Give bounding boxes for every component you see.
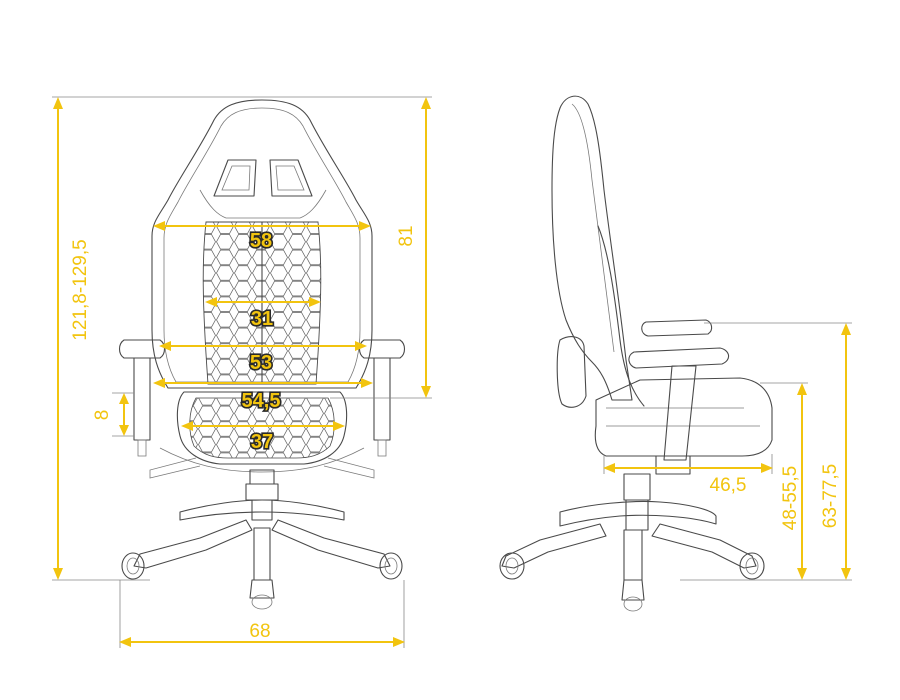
backrest-height-label: 81: [396, 225, 417, 246]
backrest-width-label: 58: [250, 230, 272, 252]
front-view-chair: [118, 99, 406, 610]
seat-height-label: 48-55,5: [780, 466, 801, 530]
base-width-label: 68: [249, 621, 270, 642]
extension-lines: [52, 96, 852, 648]
seat-width-label: 54,5: [242, 390, 281, 412]
dimension-labels: 121,8-129,5 81 58 31 53 54,5 37 8 68 46,…: [70, 225, 841, 642]
armrest-adjust-label: 8: [92, 410, 113, 421]
lumbar-width-label: 31: [251, 308, 273, 330]
seat-depth-label: 46,5: [710, 475, 747, 496]
inner-armrest-width-label: 53: [250, 352, 272, 374]
side-view-chair: [499, 95, 773, 612]
overall-height-label: 121,8-129,5: [70, 239, 91, 340]
seat-inner-width-label: 37: [251, 431, 273, 453]
armrest-height-label: 63-77,5: [820, 464, 841, 528]
dimension-lines: [53, 97, 851, 647]
